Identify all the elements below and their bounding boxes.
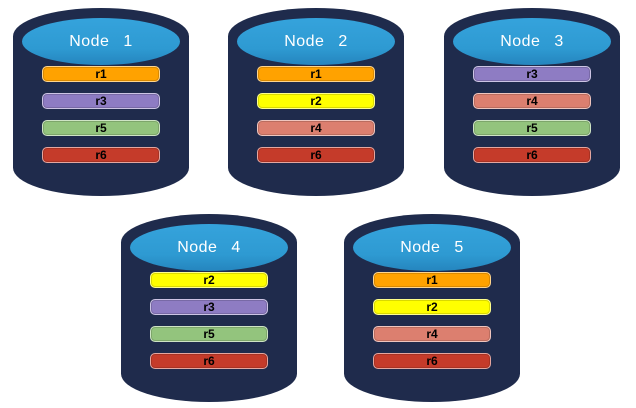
replica-bar: r4	[473, 93, 591, 109]
replica-bar: r4	[373, 326, 491, 342]
cylinder-cap: Node 3	[453, 18, 611, 65]
replica-bar: r5	[473, 120, 591, 136]
replica-bar: r2	[257, 93, 375, 109]
node-label: Node 2	[284, 32, 348, 50]
replica-bar: r6	[473, 147, 591, 163]
replica-bar-list: r1 r2 r4 r6	[373, 272, 491, 380]
cylinder-cap: Node 4	[130, 224, 288, 271]
node-label: Node 3	[500, 32, 564, 50]
cylinder-cap: Node 5	[353, 224, 511, 271]
replica-bar-list: r1 r3 r5 r6	[42, 66, 160, 174]
database-node-3: Node 3 r3 r4 r5 r6	[444, 8, 620, 196]
replica-bar: r6	[150, 353, 268, 369]
node-label: Node 4	[177, 238, 241, 256]
replica-bar: r3	[150, 299, 268, 315]
replica-bar-list: r2 r3 r5 r6	[150, 272, 268, 380]
replica-bar: r6	[257, 147, 375, 163]
replica-bar: r3	[42, 93, 160, 109]
database-node-2: Node 2 r1 r2 r4 r6	[228, 8, 404, 196]
replica-bar-list: r1 r2 r4 r6	[257, 66, 375, 174]
replica-bar: r1	[373, 272, 491, 288]
replica-bar: r2	[373, 299, 491, 315]
database-node-5: Node 5 r1 r2 r4 r6	[344, 214, 520, 402]
replica-bar: r4	[257, 120, 375, 136]
replica-bar: r5	[42, 120, 160, 136]
replica-bar: r5	[150, 326, 268, 342]
database-node-4: Node 4 r2 r3 r5 r6	[121, 214, 297, 402]
replica-bar: r3	[473, 66, 591, 82]
replica-bar: r6	[373, 353, 491, 369]
replica-bar: r1	[257, 66, 375, 82]
cylinder-cap: Node 1	[22, 18, 180, 65]
replica-bar: r6	[42, 147, 160, 163]
replica-bar: r1	[42, 66, 160, 82]
cylinder-cap: Node 2	[237, 18, 395, 65]
database-node-1: Node 1 r1 r3 r5 r6	[13, 8, 189, 196]
replica-bar: r2	[150, 272, 268, 288]
replica-bar-list: r3 r4 r5 r6	[473, 66, 591, 174]
node-label: Node 1	[69, 32, 133, 50]
node-label: Node 5	[400, 238, 464, 256]
